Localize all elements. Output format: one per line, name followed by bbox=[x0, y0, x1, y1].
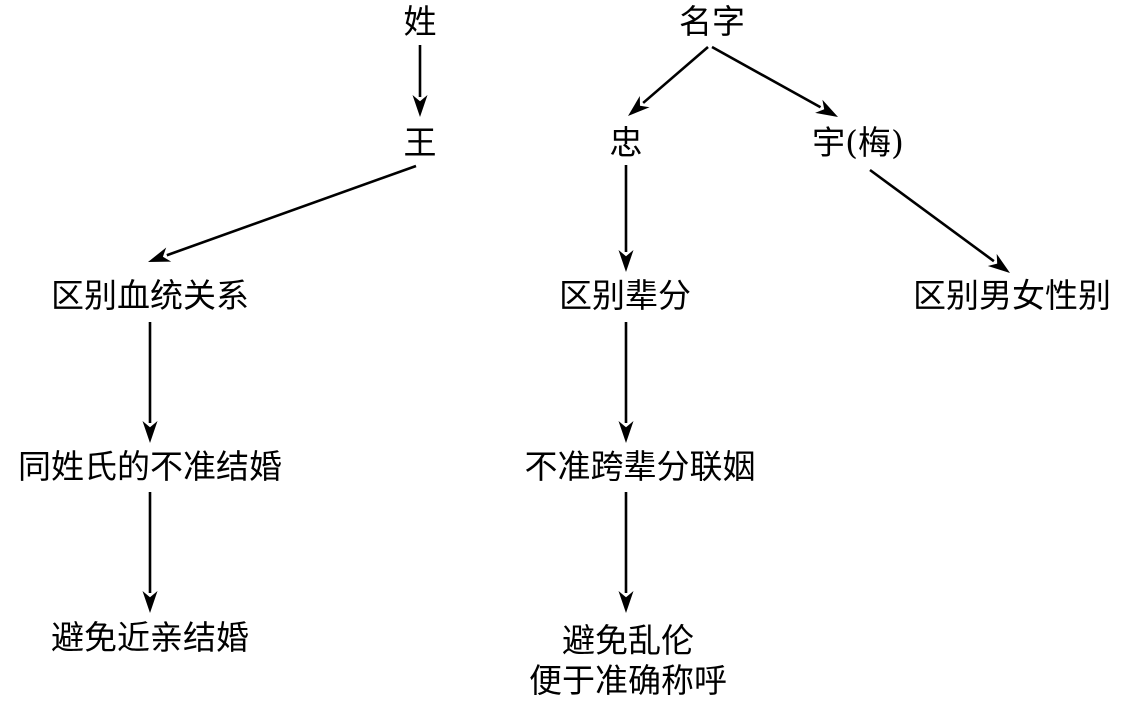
arrow-head bbox=[628, 96, 650, 116]
node-no-same-surname-marriage: 同姓氏的不准结婚 bbox=[18, 447, 282, 486]
arrow-shaft bbox=[642, 46, 709, 104]
arrow-shaft bbox=[869, 168, 995, 263]
node-avoid-consanguineous-marriage: 避免近亲结婚 bbox=[51, 618, 249, 657]
node-wang: 王 bbox=[403, 123, 437, 162]
node-yu-mei: 宇(梅) bbox=[812, 123, 904, 162]
arrow-no-cross-generation-marriage-to-avoid-incest bbox=[618, 492, 634, 613]
node-given-name: 名字 bbox=[679, 2, 745, 41]
arrow-head bbox=[412, 95, 428, 117]
arrow-shaft bbox=[166, 164, 417, 257]
arrow-surname-to-wang bbox=[412, 45, 428, 117]
arrow-given-name-to-yu-mei bbox=[711, 45, 838, 117]
arrow-shaft bbox=[711, 45, 822, 109]
node-avoid-incest: 避免乱伦 便于准确称呼 bbox=[529, 621, 727, 701]
arrow-head bbox=[148, 247, 172, 262]
arrow-wang-to-distinguish-bloodline bbox=[148, 164, 417, 262]
arrow-head bbox=[618, 421, 634, 443]
arrow-head bbox=[142, 591, 158, 613]
arrow-zhong-to-distinguish-generation bbox=[618, 165, 634, 272]
arrow-head bbox=[987, 253, 1010, 273]
node-zhong: 忠 bbox=[609, 123, 643, 162]
arrow-no-same-surname-marriage-to-avoid-consanguineous-marriage bbox=[142, 492, 158, 613]
node-no-cross-generation-marriage: 不准跨辈分联姻 bbox=[524, 447, 756, 486]
arrow-distinguish-generation-to-no-cross-generation-marriage bbox=[618, 322, 634, 443]
avoid-incest-line-1: 避免乱伦 bbox=[562, 621, 694, 660]
arrow-given-name-to-zhong bbox=[628, 46, 709, 116]
node-distinguish-bloodline: 区别血统关系 bbox=[51, 276, 249, 315]
node-distinguish-generation: 区别辈分 bbox=[559, 276, 691, 315]
arrow-head bbox=[142, 421, 158, 443]
node-surname: 姓 bbox=[403, 2, 437, 41]
arrow-head bbox=[618, 250, 634, 272]
avoid-incest-line-2: 便于准确称呼 bbox=[529, 661, 727, 700]
arrow-yu-mei-to-distinguish-gender bbox=[869, 168, 1010, 273]
arrow-distinguish-bloodline-to-no-same-surname-marriage bbox=[142, 322, 158, 443]
arrow-head bbox=[815, 99, 838, 117]
node-distinguish-gender: 区别男女性别 bbox=[913, 276, 1111, 315]
arrow-head bbox=[618, 591, 634, 613]
